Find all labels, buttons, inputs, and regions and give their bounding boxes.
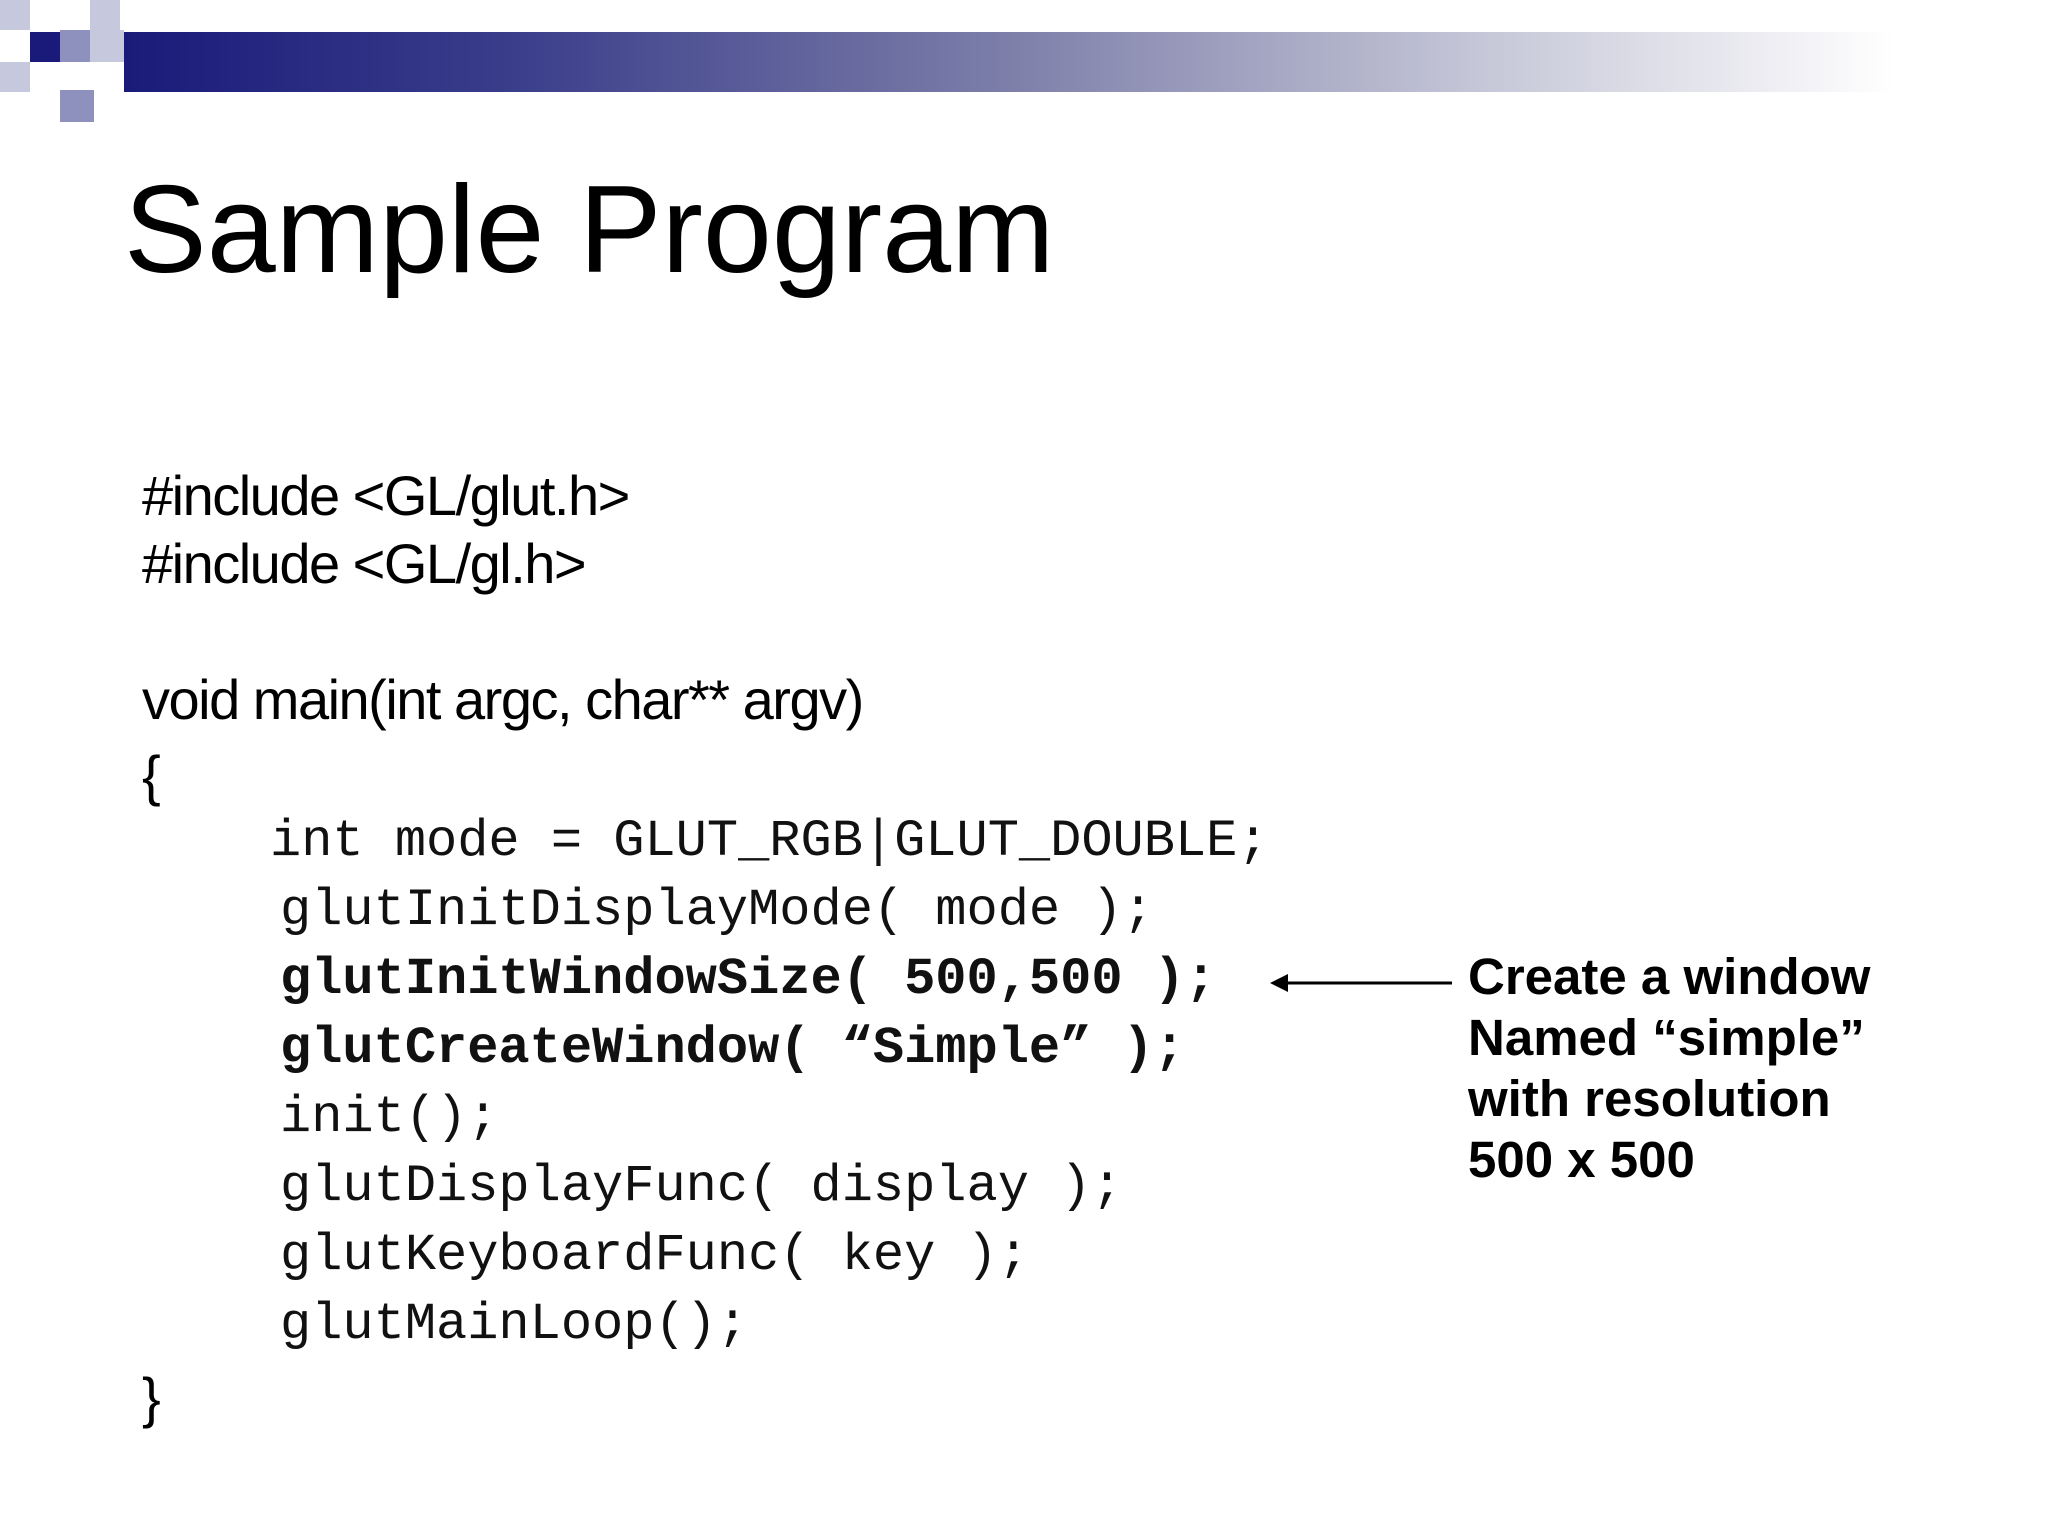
code-line-main-signature: void main(int argc, char** argv) [142,668,864,731]
code-line-display-func: glutDisplayFunc( display ); [280,1157,1123,1216]
header-decor-square [30,32,60,62]
header-decor-square [90,0,120,30]
header-gradient-band [124,32,2048,92]
slide-title: Sample Program [124,161,1055,299]
code-line-include-glut: #include <GL/glut.h> [142,464,630,527]
code-line-keyboard-func: glutKeyboardFunc( key ); [280,1226,1029,1285]
header-decor-square [60,30,90,62]
header-decor-square [0,0,30,30]
code-line-mode: int mode = GLUT_RGB|GLUT_DOUBLE; [270,812,1269,871]
callout-note: Create a window Named “simple” with reso… [1468,946,1870,1190]
header-decor-square [0,62,30,92]
code-line-include-gl: #include <GL/gl.h> [142,532,587,595]
callout-arrow-icon [1270,974,1452,992]
code-line-window-size: glutInitWindowSize( 500,500 ); [280,950,1217,1009]
callout-line: with resolution [1468,1070,1831,1127]
code-line-open-brace: { [142,744,161,807]
code-line-display-mode: glutInitDisplayMode( mode ); [280,881,1154,940]
code-line-main-loop: glutMainLoop(); [280,1295,749,1354]
code-line-close-brace: } [142,1366,161,1429]
callout-line: 500 x 500 [1468,1131,1695,1188]
code-line-init: init(); [280,1088,499,1147]
header-decor-square [90,30,124,62]
callout-line: Named “simple” [1468,1009,1865,1066]
callout-line: Create a window [1468,948,1871,1005]
header-decor-square [60,90,94,122]
code-line-create-window: glutCreateWindow( “Simple” ); [280,1019,1185,1078]
